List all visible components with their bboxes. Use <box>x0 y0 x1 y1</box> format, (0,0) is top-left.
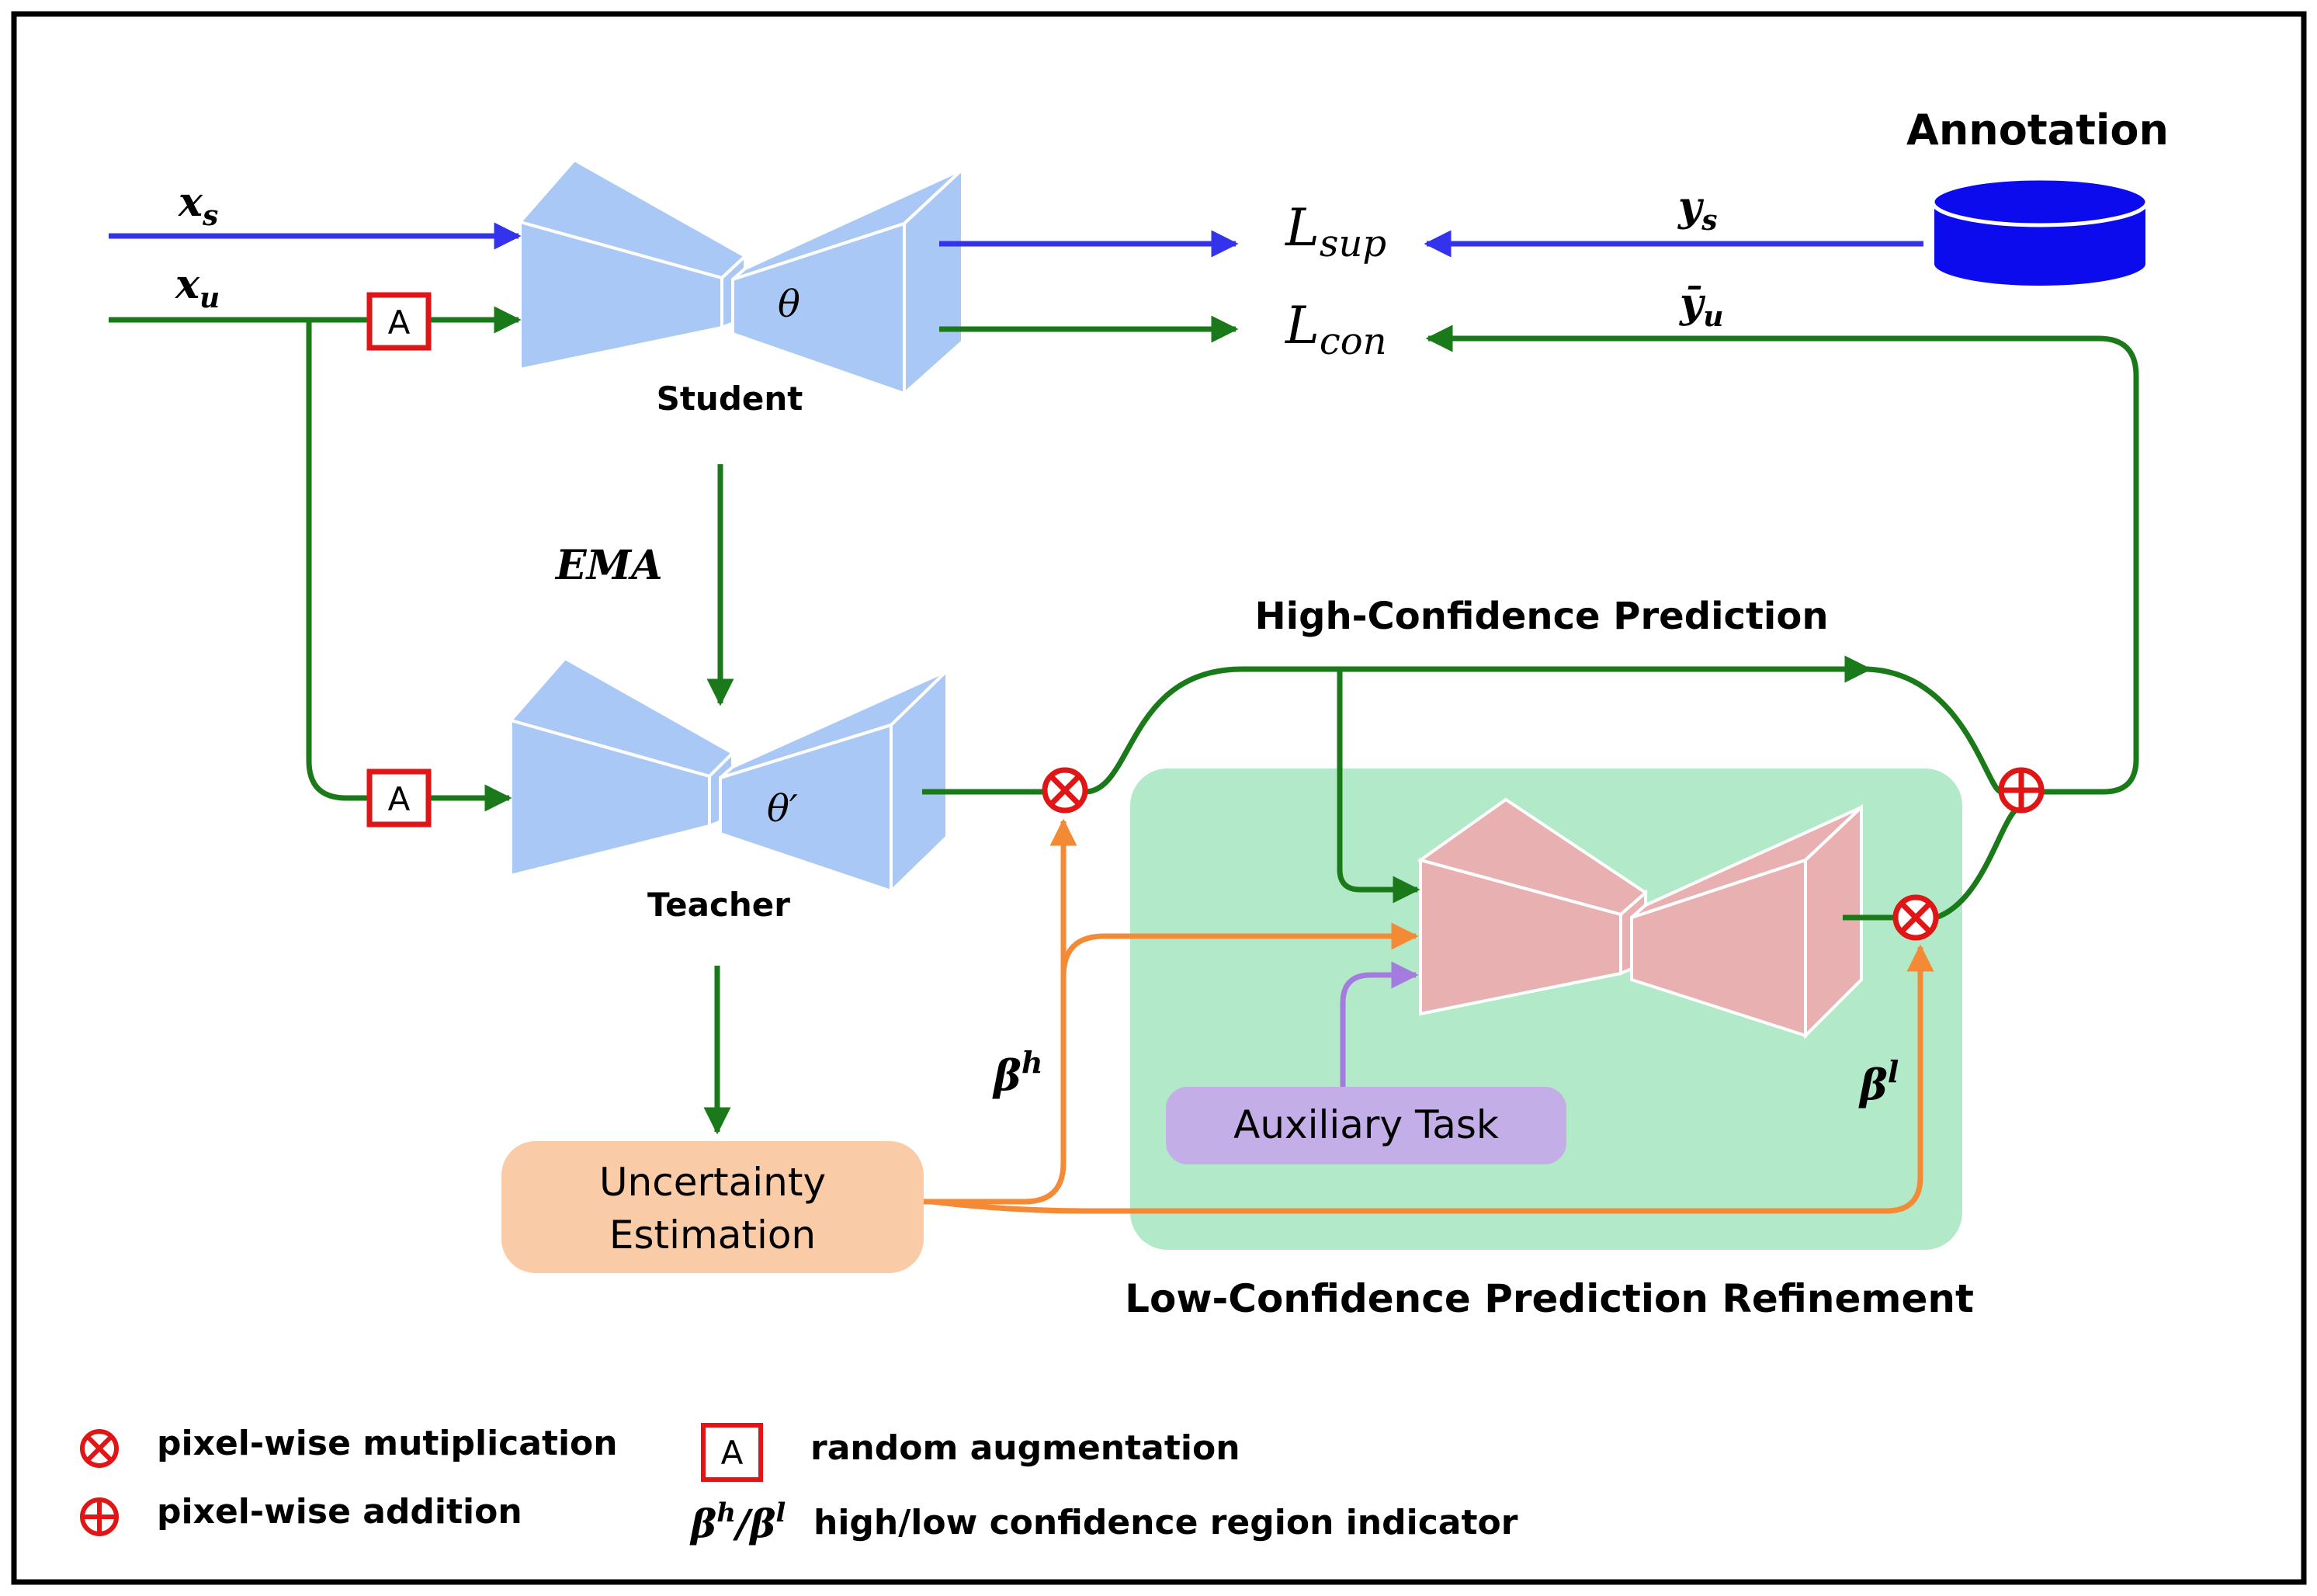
svg-text:A: A <box>388 780 411 818</box>
legend-addition-text: pixel-wise addition <box>157 1492 522 1532</box>
teacher-label: Teacher <box>647 886 790 924</box>
student-network-icon <box>517 158 964 397</box>
high-confidence-path <box>1084 655 1872 795</box>
auxiliary-to-refine-arrow <box>1340 961 1419 1088</box>
beta-l-label: βl <box>1858 1054 1899 1109</box>
refinement-network-icon <box>1417 797 1863 1039</box>
multiplication-operator-low <box>1892 894 1939 941</box>
student-label: Student <box>657 380 803 418</box>
legend-augmentation-text: random augmentation <box>810 1428 1240 1468</box>
uncertainty-to-betal-arrow <box>922 944 1934 1214</box>
database-icon <box>1930 176 2149 289</box>
legend-multiplication-text: pixel-wise mutiplication <box>157 1424 618 1463</box>
legend-beta-symbol: βh/βl <box>689 1497 786 1546</box>
lsup-label: Lsup <box>1285 198 1386 265</box>
auxiliary-task-box: Auxiliary Task <box>1166 1087 1566 1164</box>
betah-to-refine-arrow <box>1060 922 1419 977</box>
high-confidence-title: High-Confidence Prediction <box>1254 595 1828 638</box>
beta-h-label: βh <box>992 1045 1043 1100</box>
legend-addition-icon <box>80 1497 119 1536</box>
high-confidence-to-add <box>1862 666 2003 795</box>
legend-multiplication-icon <box>80 1429 119 1468</box>
lcon-label: Lcon <box>1285 296 1387 363</box>
xs-label: xs <box>178 179 218 232</box>
low-confidence-title: Low-Confidence Prediction Refinement <box>1125 1276 1974 1321</box>
uncertainty-to-betah-arrow <box>922 818 1077 1205</box>
uncertainty-estimation-box: Uncertainty Estimation <box>501 1141 924 1273</box>
ys-label: ys <box>1677 183 1718 237</box>
legend-augmentation-icon: A <box>701 1423 763 1482</box>
svg-text:A: A <box>388 304 411 342</box>
xu-label: xu <box>175 261 220 314</box>
svg-text:Estimation: Estimation <box>609 1213 816 1258</box>
svg-text:Auxiliary Task: Auxiliary Task <box>1233 1102 1499 1147</box>
multiplication-operator-high <box>1042 767 1088 814</box>
svg-text:A: A <box>721 1434 744 1472</box>
annotation-title: Annotation <box>1906 106 2169 154</box>
legend: pixel-wise mutiplication pixel-wise addi… <box>80 1423 1518 1546</box>
teacher-network-icon <box>508 656 949 895</box>
augmentation-box-teacher: A <box>366 769 432 827</box>
add-to-lcon-arrow <box>1425 324 2139 795</box>
high-confidence-to-refine-arrow <box>1337 669 1420 904</box>
augmentation-box-student: A <box>366 292 432 351</box>
ema-label: EMA <box>554 542 663 589</box>
yu-label: ȳu <box>1679 279 1723 333</box>
xu-to-teacher-line <box>306 320 368 801</box>
svg-text:Uncertainty: Uncertainty <box>599 1160 826 1205</box>
legend-beta-text: high/low confidence region indicator <box>813 1503 1518 1542</box>
student-param: θ <box>778 283 800 326</box>
addition-operator <box>1998 767 2045 814</box>
teacher-param: θ′ <box>767 787 798 831</box>
